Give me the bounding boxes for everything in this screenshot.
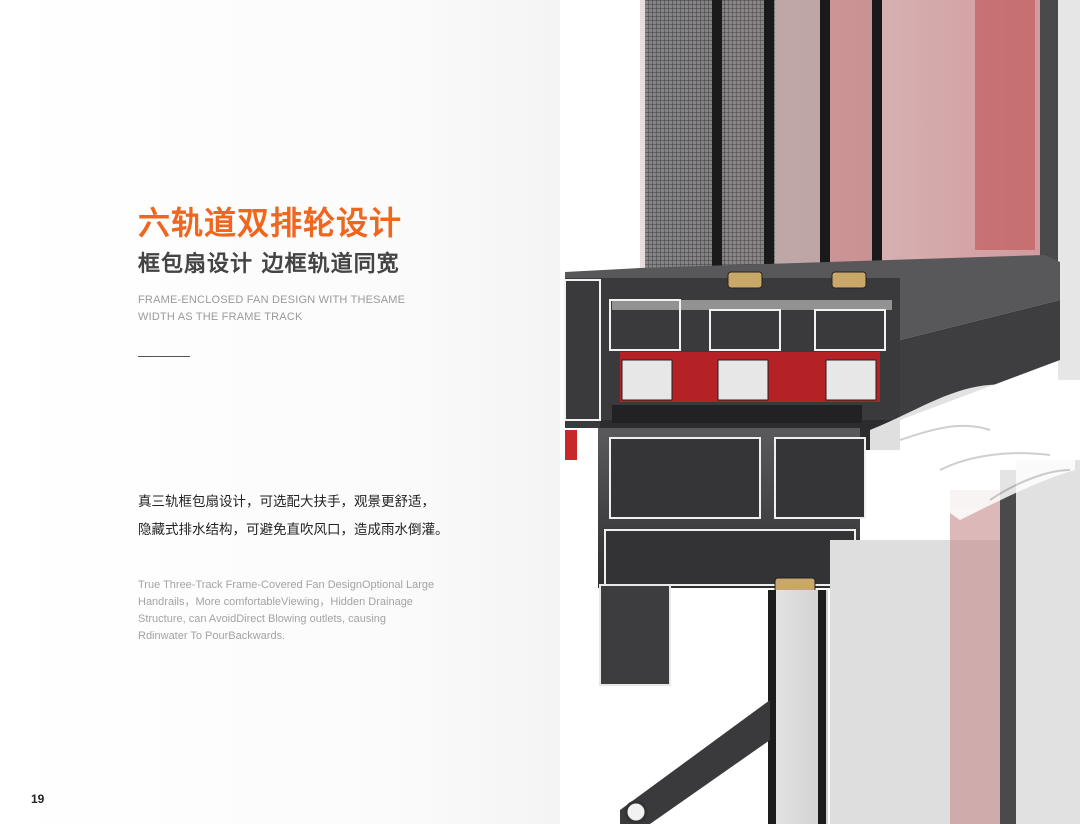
page-title: 六轨道双排轮设计 [138,204,403,242]
left-background [0,0,560,824]
page-subtitle: 框包扇设计 边框轨道同宽 [138,252,400,277]
upper-glass-and-mesh [640,0,1080,380]
page-number: 19 [31,792,45,806]
profile-cross-section [564,278,900,686]
window-profile-image [564,0,1080,824]
english-subtitle: FRAME-ENCLOSED FAN DESIGN WITH THESAME W… [138,294,406,323]
lower-glass [768,460,1080,824]
divider-line [138,356,190,357]
lower-rail [620,700,770,824]
chinese-description-line: 真三轨框包扇设计，可选配大扶手，观景更舒适， [138,494,435,510]
chinese-description-line: 隐藏式排水结构，可避免直吹风口，造成雨水倒灌。 [138,522,449,538]
chinese-description: 真三轨框包扇设计，可选配大扶手，观景更舒适， 隐藏式排水结构，可避免直吹风口，造… [138,488,478,544]
water-splash [870,384,1075,520]
english-description: True Three-Track Frame-Covered Fan Desig… [138,579,435,642]
